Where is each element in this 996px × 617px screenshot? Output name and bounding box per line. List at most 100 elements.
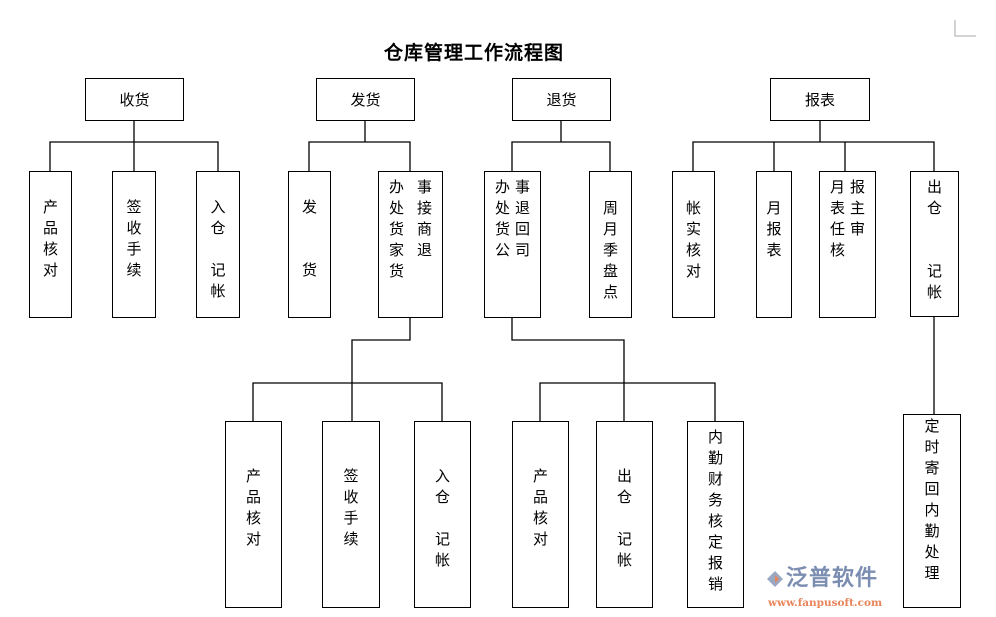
node-report: 报表: [770, 78, 870, 121]
node-char: 对: [245, 530, 261, 548]
node-char: 货: [494, 220, 510, 238]
node-char: [302, 218, 318, 239]
node-char: 定: [707, 533, 723, 551]
node-return-finance: 内勤财务核定报销: [687, 421, 744, 608]
text-column: 报主审: [850, 177, 866, 317]
node-outbound-mail: 定时寄回内勤处理: [903, 414, 961, 608]
node-receive-stock: 入仓 记帐: [196, 171, 240, 318]
node-char: 收: [126, 219, 142, 237]
node-char: 任: [829, 220, 845, 238]
text-column: 出仓 记帐: [617, 466, 633, 607]
text-column: 事接商退: [417, 177, 433, 317]
node-char: 主: [849, 199, 865, 217]
connector-return: [511, 120, 611, 171]
node-char: 对: [685, 262, 701, 280]
text-column: 产品核对: [246, 466, 262, 607]
text-column: 定时寄回内勤处理: [924, 416, 940, 607]
node-char: 月: [602, 220, 618, 238]
node-char: 续: [126, 261, 142, 279]
node-char: 帐: [685, 199, 701, 217]
text-column: 出仓 记帐: [927, 177, 943, 316]
node-char: 产: [532, 467, 548, 485]
node-ship-stock: 入仓 记帐: [414, 421, 471, 608]
connector-report: [692, 120, 935, 171]
node-char: 收: [343, 488, 359, 506]
node-char: [927, 219, 943, 240]
node-char: 家: [388, 241, 404, 259]
node-char: 司: [514, 241, 530, 259]
node-char: 事: [416, 178, 432, 196]
node-char: 仓: [434, 488, 450, 506]
node-return: 退货: [512, 78, 611, 121]
node-receive: 收货: [85, 78, 184, 121]
node-char: 出: [616, 467, 632, 485]
node-char: 盘: [602, 262, 618, 280]
text-column: 入仓 记帐: [435, 466, 451, 607]
node-char: 接: [416, 199, 432, 217]
node-char: 品: [245, 488, 261, 506]
node-char: 勤: [924, 522, 940, 540]
node-char: [766, 177, 782, 198]
node-char: [210, 239, 226, 260]
node-ship-sign: 签收手续: [322, 421, 380, 608]
node-char: 入: [434, 467, 450, 485]
node-char: 核: [685, 241, 701, 259]
logo-url: www.fanpusoft.com: [768, 597, 883, 609]
text-column: 事退回司: [515, 177, 531, 317]
node-char: 办: [388, 178, 404, 196]
node-char: 品: [42, 219, 58, 237]
node-char: 务: [707, 491, 723, 509]
node-char: 品: [532, 488, 548, 506]
node-ship-ship: 发 货: [288, 171, 331, 318]
text-column: 产品核对: [533, 466, 549, 607]
node-char: 表: [829, 199, 845, 217]
node-char: 续: [343, 530, 359, 548]
node-char: 时: [924, 438, 940, 456]
node-char: 处: [494, 199, 510, 217]
node-ship: 发货: [316, 78, 415, 121]
node-char: 帐: [926, 283, 942, 301]
node-char: 签: [126, 198, 142, 216]
node-char: 手: [343, 509, 359, 527]
node-char: 处: [388, 199, 404, 217]
node-char: 报: [766, 220, 782, 238]
node-char: 核: [829, 241, 845, 259]
node-char: 周: [602, 199, 618, 217]
node-char: 寄: [924, 459, 940, 477]
node-char: 勤: [707, 449, 723, 467]
node-char: 报: [849, 178, 865, 196]
node-char: 实: [685, 220, 701, 238]
node-char: 公: [494, 241, 510, 259]
node-char: 出: [926, 178, 942, 196]
node-char: 货: [301, 261, 317, 279]
text-column: 签收手续: [126, 197, 142, 317]
node-char: [435, 508, 451, 529]
node-char: 内: [924, 501, 940, 519]
node-char: 点: [602, 283, 618, 301]
node-char: 帐: [434, 551, 450, 569]
logo-fanpusoft: 泛普软件 www.fanpusoft.com: [762, 566, 898, 614]
node-char: 帐: [210, 282, 226, 300]
node-ship-check: 产品核对: [225, 421, 282, 608]
node-char: 记: [210, 261, 226, 279]
node-char: 仓: [926, 199, 942, 217]
node-char: 入: [210, 198, 226, 216]
node-char: 季: [602, 241, 618, 259]
connector-ship-level3: [252, 317, 443, 421]
node-char: 核: [245, 509, 261, 527]
node-char: 签: [343, 467, 359, 485]
node-char: 销: [707, 575, 723, 593]
text-column: 月报表: [766, 177, 782, 317]
node-char: 月: [829, 178, 845, 196]
logo-name: 泛普软件: [786, 566, 879, 591]
node-char: 帐: [616, 551, 632, 569]
node-char: 记: [616, 530, 632, 548]
text-column: 月表任核: [830, 177, 846, 317]
node-return-outbound: 出仓 记帐: [596, 421, 653, 608]
text-column: 周月季盘点: [603, 198, 619, 317]
connector-receive: [49, 120, 219, 171]
node-char: 回: [514, 220, 530, 238]
node-char: 产: [245, 467, 261, 485]
